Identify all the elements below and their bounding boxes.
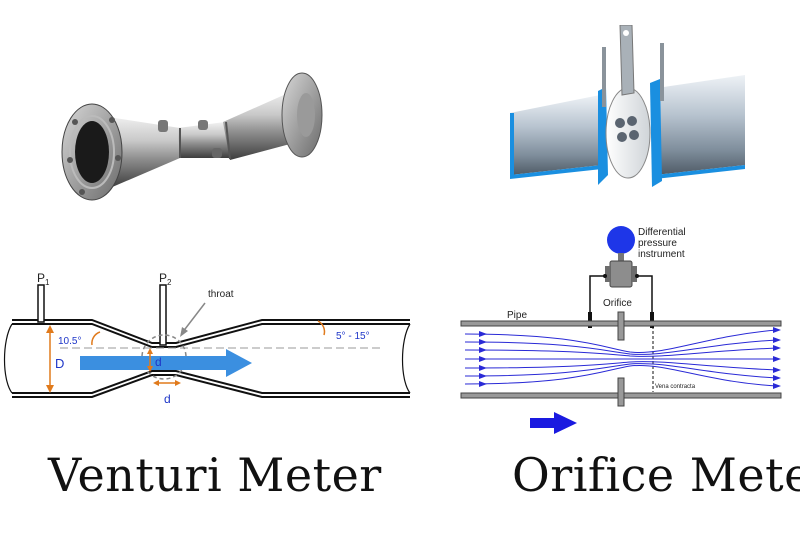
p2-label: P xyxy=(159,271,167,285)
flow-arrow-head xyxy=(226,349,252,377)
orifice-flow-arrow-head xyxy=(554,412,577,434)
streamlines xyxy=(464,329,778,387)
p1-label: P xyxy=(37,271,45,285)
p2-tube xyxy=(159,284,167,346)
flow-arrow-body xyxy=(80,356,226,370)
instrument-label-2: pressure xyxy=(638,238,677,249)
p1-tube xyxy=(37,284,45,323)
throat-label: throat xyxy=(208,289,234,300)
p1-sub: 1 xyxy=(45,278,50,287)
orifice-plate-top xyxy=(617,311,625,341)
instrument-body xyxy=(609,260,633,288)
throat-diameter-label: d xyxy=(155,355,162,369)
p2-sub: 2 xyxy=(167,278,172,287)
pipe-diameter-label: D xyxy=(55,356,64,371)
instrument-gauge xyxy=(607,226,635,254)
orifice-flow-arrow-body xyxy=(530,418,554,428)
orifice-photo xyxy=(510,25,750,195)
orifice-title: Orifice Meter xyxy=(512,448,800,502)
outlet-angle-label: 5° - 15° xyxy=(336,331,370,342)
vena-label: Vena contracta xyxy=(655,384,696,390)
venturi-diagram: P 1 P 2 throat 10.5° 5° - 15° D d d xyxy=(0,265,415,415)
venturi-photo xyxy=(40,60,340,210)
throat-diameter-bottom-label: d xyxy=(164,392,171,406)
inlet-angle-label: 10.5° xyxy=(58,336,81,347)
venturi-bottom-wall xyxy=(12,370,410,394)
instrument-label-3: instrument xyxy=(638,249,685,260)
orifice-diagram: Differential pressure instrument Pipe Or… xyxy=(455,220,795,440)
orifice-label: Orifice xyxy=(603,298,632,309)
venturi-title: Venturi Meter xyxy=(48,448,382,502)
orifice-plate-bottom xyxy=(617,377,625,407)
instrument-label-1: Differential xyxy=(638,227,686,238)
pipe-label: Pipe xyxy=(507,310,527,321)
